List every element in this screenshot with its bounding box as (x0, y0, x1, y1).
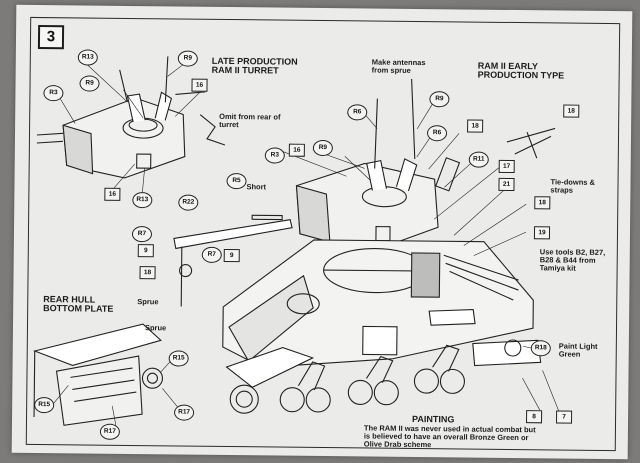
callout-7c: 7 (556, 410, 573, 424)
callout-r11: R11 (468, 151, 489, 168)
callout-r5: R5 (226, 172, 247, 190)
callout-r22: R22 (178, 194, 199, 211)
callout-r9-top: R9 (177, 50, 198, 67)
callout-r7b: R7 (201, 246, 222, 263)
callout-r15b: R15 (34, 396, 55, 414)
callout-r15a: R15 (168, 350, 189, 367)
callout-r13b: R13 (132, 192, 153, 209)
callout-r17c: R17 (99, 423, 120, 440)
callout-18c: 18 (563, 104, 580, 118)
antennas-note: Make antennas from sprue (371, 57, 426, 75)
tools-note: Use tools B2, B27, B28 & B44 from Tamiya… (539, 247, 606, 273)
callout-r3b: R3 (264, 147, 285, 164)
callout-21: 21 (498, 177, 515, 192)
callout-9b: 9 (137, 244, 154, 258)
late-turret-heading: LATE PRODUCTION RAM II TURRET (211, 55, 298, 76)
late-turret-drawing (36, 56, 226, 179)
painting-text: The RAM II was never used in actual comb… (363, 423, 536, 449)
instruction-sheet: 3 (11, 4, 633, 460)
callout-r9e: R9 (312, 139, 333, 157)
road-wheels (229, 344, 465, 414)
callout-r6a: R6 (347, 104, 368, 121)
callout-18a: 18 (139, 266, 156, 280)
callout-r13: R13 (77, 49, 98, 66)
omit-rear-note: Omit from rear of turret (219, 111, 281, 129)
callout-r7a: R7 (131, 226, 153, 243)
callout-r6b: R6 (426, 125, 448, 142)
callout-9c: 9 (223, 248, 240, 263)
callout-r9d: R9 (429, 91, 450, 108)
assembly-drawing (32, 56, 561, 426)
callout-18d: 18 (534, 196, 551, 210)
paint-note: Paint Light Green (558, 341, 598, 359)
callout-r18e: R18 (530, 340, 551, 357)
callout-8: 8 (526, 410, 543, 424)
callout-r9: R9 (79, 75, 100, 92)
early-type-heading: RAM II EARLY PRODUCTION TYPE (477, 60, 565, 81)
sprue-note-2: Sprue (144, 323, 167, 333)
callout-16b: 16 (104, 187, 121, 201)
callout-18b: 18 (467, 119, 484, 133)
callout-r17b: R17 (174, 404, 195, 421)
short-note: Short (246, 182, 267, 192)
early-turret-drawing (295, 78, 461, 252)
gun-barrel-drawing (173, 214, 293, 307)
hull-drawing (222, 239, 542, 388)
sprue-note-1: Sprue (137, 297, 159, 307)
callout-17: 17 (498, 159, 515, 174)
rear-hull-heading: REAR HULL BOTTOM PLATE (43, 294, 114, 315)
callout-19: 19 (533, 226, 551, 240)
tie-downs-drawing (506, 127, 556, 159)
rear-hull-drawing (32, 323, 164, 426)
callout-r3: R3 (43, 85, 64, 102)
tie-downs-note: Tie-downs & straps (550, 177, 596, 195)
callout-16a: 16 (191, 78, 208, 92)
callout-16c: 16 (288, 143, 305, 157)
